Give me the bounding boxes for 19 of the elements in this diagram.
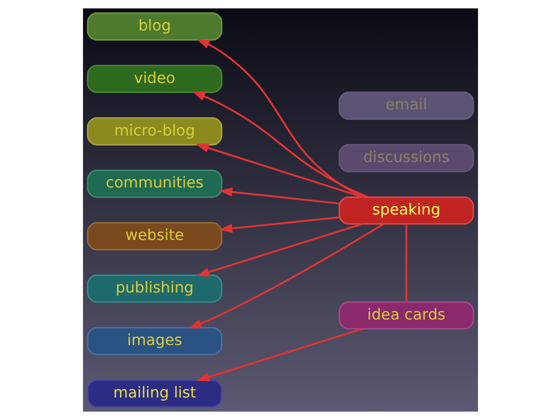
node-box: publishing — [86, 274, 222, 303]
node-box: mailing list — [86, 379, 222, 408]
node-box: idea cards — [338, 301, 474, 330]
node-box: images — [86, 326, 222, 356]
node-box: video — [86, 64, 222, 94]
node-box: website — [86, 222, 222, 250]
arrow — [218, 216, 339, 233]
arrow — [192, 91, 368, 198]
node-box: blog — [86, 12, 222, 41]
node-box: speaking — [338, 196, 474, 225]
arrow — [196, 223, 362, 276]
arrow — [218, 187, 339, 204]
connector — [404, 224, 407, 302]
arrow — [196, 38, 364, 198]
arrow — [188, 224, 384, 329]
arrow — [195, 144, 363, 198]
node-box: micro-blog — [86, 117, 222, 146]
arrow — [196, 328, 362, 382]
node-box: communities — [86, 170, 222, 198]
